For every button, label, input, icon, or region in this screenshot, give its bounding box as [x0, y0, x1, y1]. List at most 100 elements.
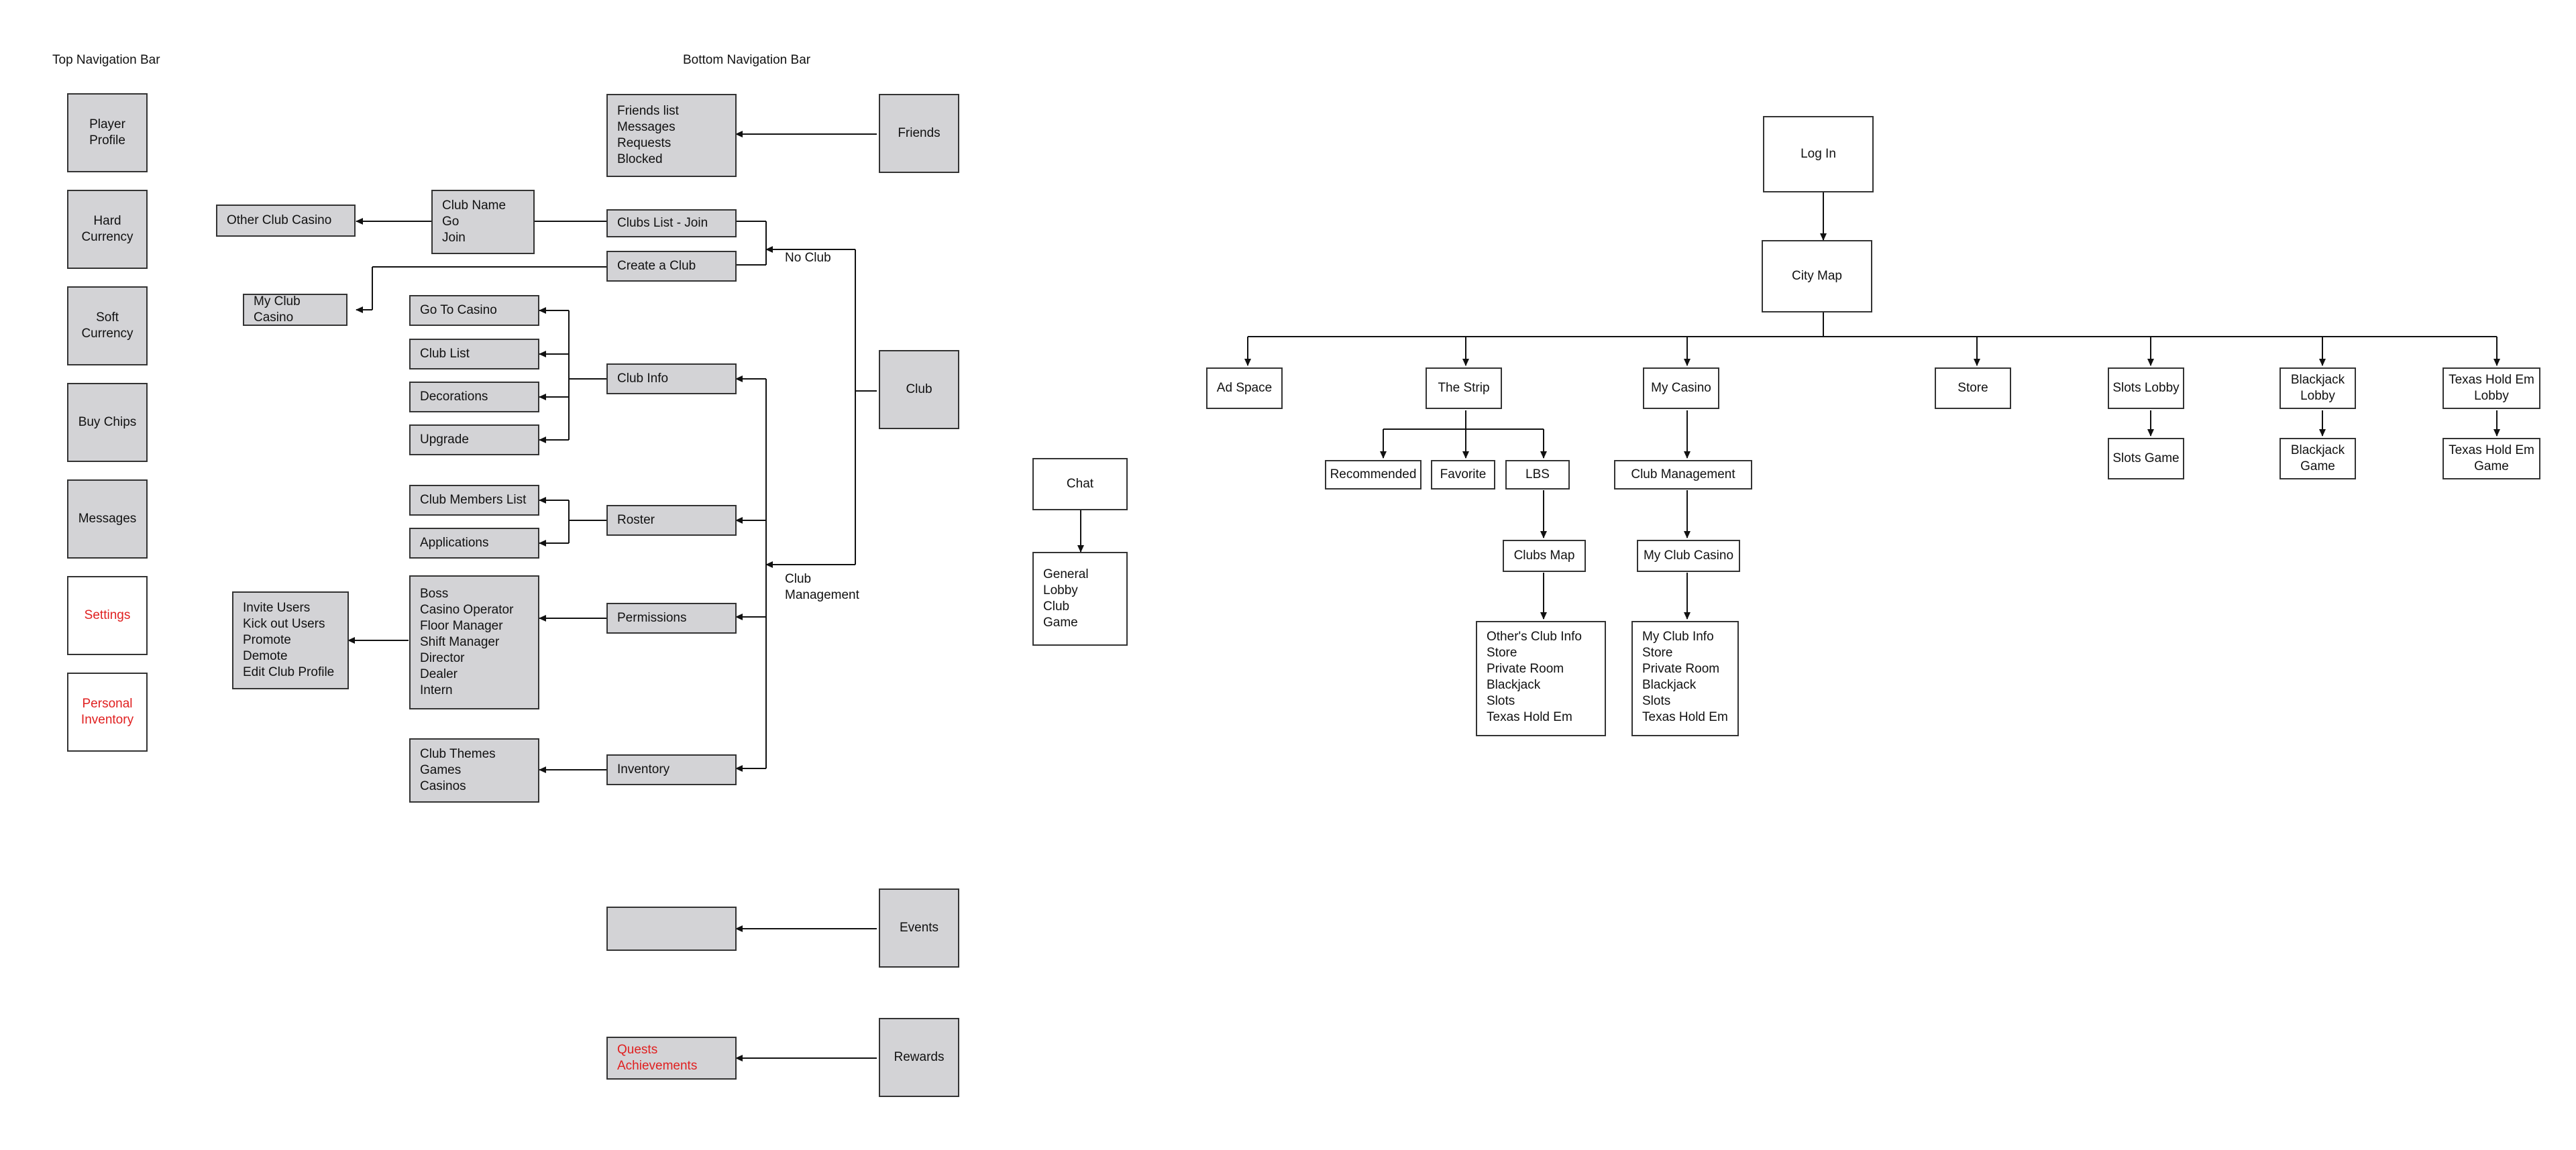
- favorite-node[interactable]: Favorite: [1431, 460, 1495, 490]
- my-club-casino[interactable]: My Club Casino: [243, 294, 347, 326]
- create-club[interactable]: Create a Club: [606, 251, 737, 282]
- inventory-items-box: Club Themes Games Casinos: [409, 738, 539, 803]
- role-item[interactable]: Intern: [420, 683, 453, 697]
- blackjack-game-node[interactable]: Blackjack Game: [2279, 438, 2356, 479]
- nav-messages[interactable]: Messages: [67, 479, 148, 559]
- texas-game-node[interactable]: Texas Hold Em Game: [2443, 438, 2540, 479]
- inventory-item[interactable]: Casinos: [420, 779, 466, 793]
- quests-item[interactable]: Quests: [617, 1043, 658, 1057]
- nav-player-profile[interactable]: Player Profile: [67, 93, 148, 172]
- nav-buy-chips-label: Buy Chips: [78, 415, 137, 429]
- clubs-map-node[interactable]: Clubs Map: [1503, 540, 1586, 572]
- friends-list-item[interactable]: Friends list: [617, 104, 679, 118]
- friends-messages-item[interactable]: Messages: [617, 120, 676, 134]
- roster[interactable]: Roster: [606, 505, 737, 536]
- blackjack-lobby-node[interactable]: Blackjack Lobby: [2279, 367, 2356, 409]
- others-club-box: Other's Club Info Store Private Room Bla…: [1476, 621, 1606, 736]
- role-item[interactable]: Dealer: [420, 667, 458, 681]
- other-club-casino[interactable]: Other Club Casino: [216, 205, 356, 237]
- role-item[interactable]: Shift Manager: [420, 635, 500, 649]
- achievements-item[interactable]: Achievements: [617, 1059, 698, 1073]
- nav-soft-currency-label: Soft Currency: [81, 310, 133, 341]
- club-button[interactable]: Club: [879, 350, 959, 429]
- permissions[interactable]: Permissions: [606, 603, 737, 634]
- others-club-item[interactable]: Store: [1487, 646, 1517, 660]
- inventory-item[interactable]: Games: [420, 763, 462, 777]
- nav-hard-currency-label: Hard Currency: [81, 214, 133, 244]
- nav-personal-inventory[interactable]: Personal Inventory: [67, 673, 148, 752]
- my-club-item[interactable]: Private Room: [1642, 662, 1720, 676]
- others-club-item[interactable]: Other's Club Info: [1487, 630, 1582, 644]
- my-club-casino-node[interactable]: My Club Casino: [1637, 540, 1740, 572]
- club-list[interactable]: Club List: [409, 339, 539, 369]
- upgrade[interactable]: Upgrade: [409, 424, 539, 455]
- chat-channel-item[interactable]: Lobby: [1043, 583, 1078, 597]
- decorations[interactable]: Decorations: [409, 382, 539, 412]
- nav-soft-currency[interactable]: Soft Currency: [67, 286, 148, 365]
- role-item[interactable]: Director: [420, 651, 465, 665]
- lbs-node[interactable]: LBS: [1505, 460, 1570, 490]
- club-go-item[interactable]: Go: [442, 215, 460, 229]
- store-node[interactable]: Store: [1935, 367, 2011, 409]
- others-club-item[interactable]: Blackjack: [1487, 678, 1541, 692]
- go-to-casino[interactable]: Go To Casino: [409, 295, 539, 326]
- no-club-label: No Club: [785, 251, 831, 265]
- roles-box: Boss Casino Operator Floor Manager Shift…: [409, 575, 539, 709]
- inventory-item[interactable]: Club Themes: [420, 747, 496, 761]
- chat-channel-item[interactable]: Game: [1043, 616, 1078, 630]
- club-info[interactable]: Club Info: [606, 363, 737, 394]
- login-node[interactable]: Log In: [1763, 116, 1874, 192]
- others-club-item[interactable]: Private Room: [1487, 662, 1564, 676]
- friends-requests-item[interactable]: Requests: [617, 136, 672, 150]
- club-name-box: Club Name Go Join: [431, 190, 535, 254]
- nav-settings-label: Settings: [84, 608, 131, 622]
- friends-button[interactable]: Friends: [879, 94, 959, 173]
- chat-channel-item[interactable]: General: [1043, 567, 1089, 581]
- permission-action-item[interactable]: Invite Users: [243, 601, 311, 615]
- permission-actions-box: Invite Users Kick out Users Promote Demo…: [232, 591, 349, 689]
- inventory[interactable]: Inventory: [606, 754, 737, 785]
- club-management-node[interactable]: Club Management: [1614, 460, 1752, 490]
- ad-space-node[interactable]: Ad Space: [1206, 367, 1283, 409]
- rewards-items-box: Quests Achievements: [606, 1037, 737, 1080]
- my-casino-node[interactable]: My Casino: [1643, 367, 1719, 409]
- texas-lobby-node[interactable]: Texas Hold Em Lobby: [2443, 367, 2540, 409]
- club-members-list[interactable]: Club Members List: [409, 485, 539, 516]
- slots-game-node[interactable]: Slots Game: [2108, 438, 2184, 479]
- bottom-nav-header: Bottom Navigation Bar: [683, 53, 811, 67]
- permission-action-item[interactable]: Promote: [243, 633, 291, 647]
- nav-hard-currency[interactable]: Hard Currency: [67, 190, 148, 269]
- permission-action-item[interactable]: Kick out Users: [243, 617, 325, 631]
- my-club-item[interactable]: My Club Info: [1642, 630, 1714, 644]
- my-club-item[interactable]: Blackjack: [1642, 678, 1697, 692]
- others-club-item[interactable]: Slots: [1487, 694, 1515, 708]
- clubs-list-join[interactable]: Clubs List - Join: [606, 209, 737, 237]
- club-join-item[interactable]: Join: [442, 231, 466, 245]
- nav-settings[interactable]: Settings: [67, 576, 148, 655]
- my-club-item[interactable]: Texas Hold Em: [1642, 710, 1728, 724]
- applications[interactable]: Applications: [409, 528, 539, 559]
- nav-player-profile-label: Player Profile: [89, 117, 125, 148]
- chat-button[interactable]: Chat: [1032, 458, 1128, 510]
- events-content-box: [606, 907, 737, 951]
- role-item[interactable]: Casino Operator: [420, 603, 514, 617]
- my-club-item[interactable]: Store: [1642, 646, 1673, 660]
- chat-channel-item[interactable]: Club: [1043, 599, 1070, 614]
- nav-buy-chips[interactable]: Buy Chips: [67, 383, 148, 462]
- recommended-node[interactable]: Recommended: [1325, 460, 1421, 490]
- my-club-item[interactable]: Slots: [1642, 694, 1671, 708]
- role-item[interactable]: Boss: [420, 587, 449, 601]
- friends-blocked-item[interactable]: Blocked: [617, 152, 663, 166]
- role-item[interactable]: Floor Manager: [420, 619, 503, 633]
- the-strip-node[interactable]: The Strip: [1426, 367, 1502, 409]
- slots-lobby-node[interactable]: Slots Lobby: [2108, 367, 2184, 409]
- permission-action-item[interactable]: Demote: [243, 649, 288, 663]
- city-map-node[interactable]: City Map: [1762, 240, 1872, 312]
- events-button[interactable]: Events: [879, 888, 959, 968]
- others-club-item[interactable]: Texas Hold Em: [1487, 710, 1572, 724]
- permission-action-item[interactable]: Edit Club Profile: [243, 665, 335, 679]
- club-management-label: Club Management: [785, 572, 859, 602]
- rewards-button[interactable]: Rewards: [879, 1018, 959, 1097]
